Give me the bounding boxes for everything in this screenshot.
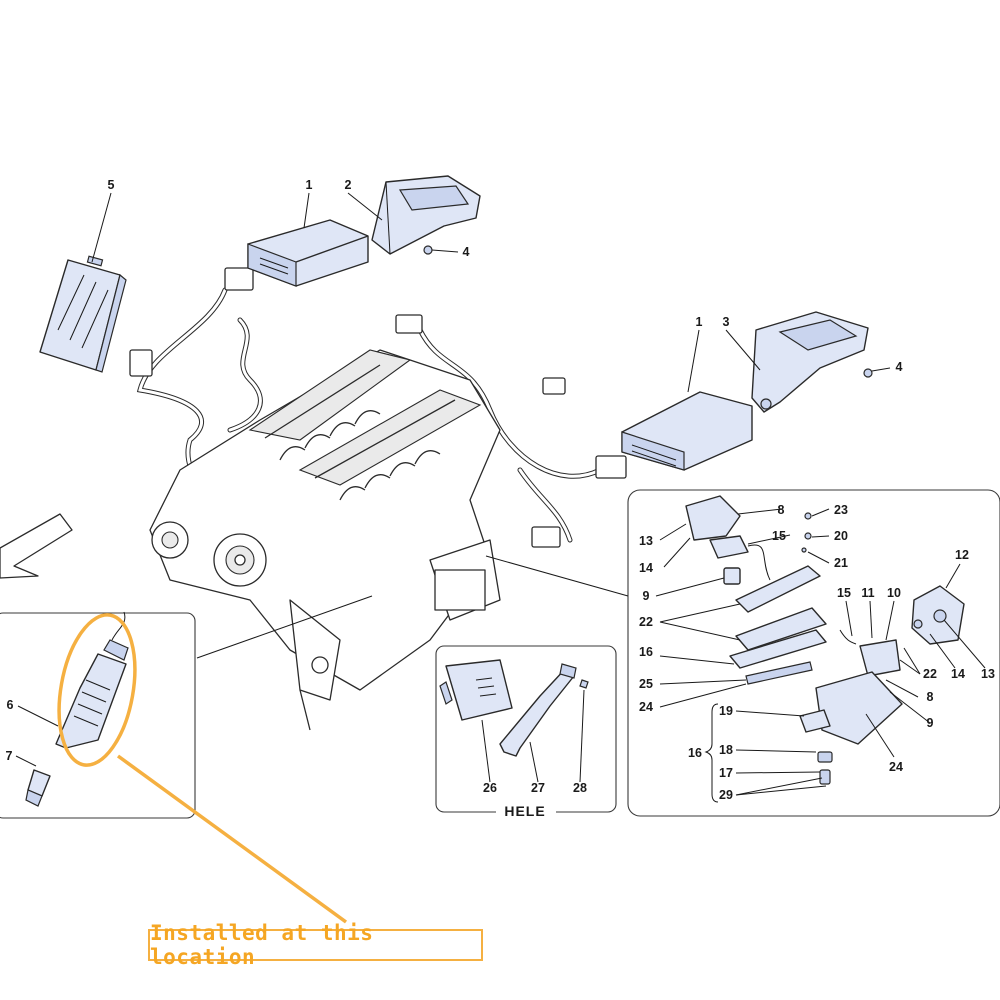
label-25: 25 [639, 677, 653, 691]
label-16-a: 16 [639, 645, 653, 659]
label-9-b: 9 [927, 716, 934, 730]
label-17: 17 [719, 766, 733, 780]
label-10: 10 [887, 586, 901, 600]
label-23: 23 [834, 503, 848, 517]
label-14-a: 14 [639, 561, 653, 575]
label-2: 2 [345, 178, 352, 192]
label-11: 11 [861, 586, 874, 600]
label-16-b: 16 [688, 746, 702, 760]
label-20: 20 [834, 529, 848, 543]
label-12: 12 [955, 548, 969, 562]
label-1-top: 1 [306, 178, 313, 192]
label-19: 19 [719, 704, 733, 718]
callout-leader-line [116, 754, 348, 924]
label-24-b: 24 [889, 760, 903, 774]
label-21: 21 [834, 556, 848, 570]
label-13-b: 13 [981, 667, 995, 681]
ecu-module-1-right [621, 391, 753, 471]
engine-assembly [129, 267, 627, 731]
variant-label-hele: HELE [504, 803, 545, 819]
label-6: 6 [7, 698, 14, 712]
label-27: 27 [531, 781, 545, 795]
label-4-top: 4 [463, 245, 470, 259]
installation-highlight-ellipse [57, 613, 137, 767]
label-15-a: 15 [772, 529, 786, 543]
label-14-b: 14 [951, 667, 965, 681]
label-24-a: 24 [639, 700, 653, 714]
ecu-module-1-top [247, 219, 369, 287]
label-15-b: 15 [837, 586, 851, 600]
label-29: 29 [719, 788, 733, 802]
label-1-right: 1 [696, 315, 703, 329]
bolt-4-top [423, 245, 459, 255]
mounting-bracket-2 [371, 175, 481, 255]
label-5: 5 [108, 178, 115, 192]
ecu-module-5 [39, 255, 127, 373]
label-8-a: 8 [778, 503, 785, 517]
ignition-coil-inset [0, 595, 373, 924]
part-number-labels: 5 1 2 4 1 3 4 6 7 26 27 28 HELE 13 14 8 … [6, 178, 995, 819]
front-direction-arrow [0, 513, 73, 579]
installed-location-callout: Installed at this location [148, 921, 483, 969]
hele-inset [435, 645, 617, 817]
label-9-a: 9 [643, 589, 650, 603]
label-7: 7 [6, 749, 13, 763]
label-22-a: 22 [639, 615, 653, 629]
bolt-4-right [863, 367, 891, 378]
label-13-a: 13 [639, 534, 653, 548]
label-22-b: 22 [923, 667, 937, 681]
fuel-system-inset [485, 489, 1000, 817]
label-18: 18 [719, 743, 733, 757]
label-3: 3 [723, 315, 730, 329]
label-28: 28 [573, 781, 587, 795]
label-4-right: 4 [896, 360, 903, 374]
mounting-bracket-3 [751, 311, 869, 413]
label-26: 26 [483, 781, 497, 795]
label-8-b: 8 [927, 690, 934, 704]
